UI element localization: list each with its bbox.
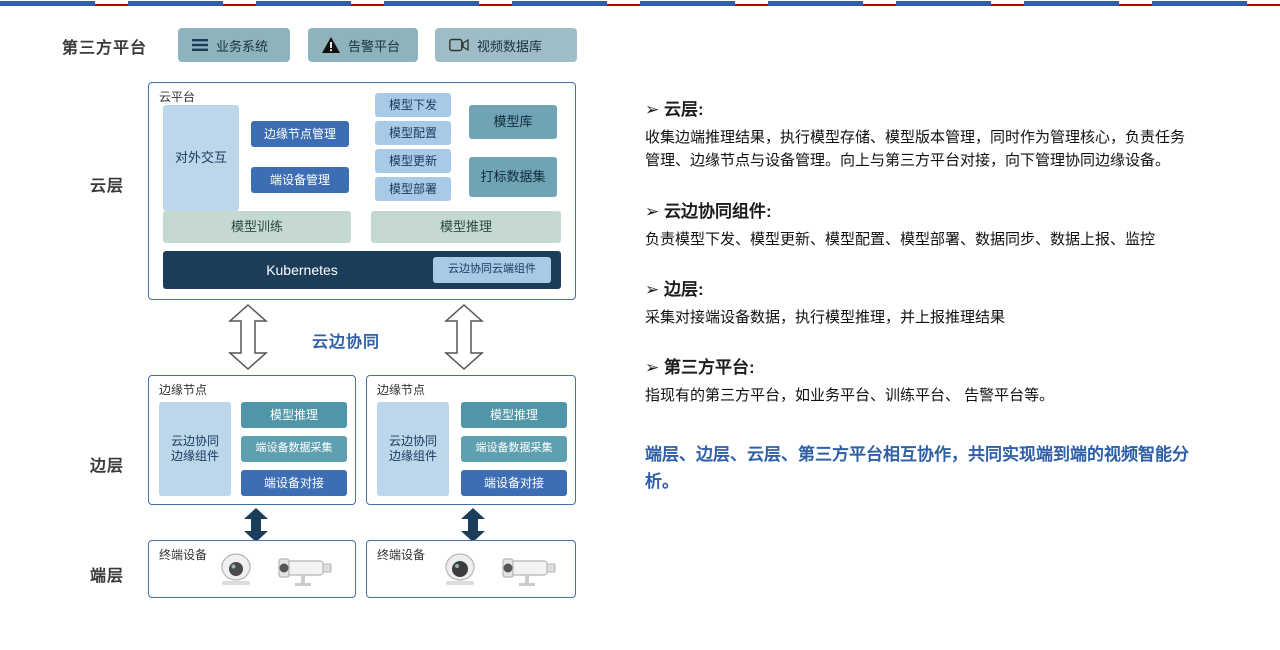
video-database-button: 视频数据库: [435, 28, 577, 62]
top-decoration: [0, 0, 1280, 8]
description-section-collab-component: ➢ 云边协同组件: 负责模型下发、模型更新、模型配置、模型部署、数据同步、数据上…: [645, 197, 1193, 251]
cloud-platform-title: 云平台: [159, 90, 196, 104]
description-section-cloud: ➢ 云层: 收集边端推理结果，执行模型存储、模型版本管理，同时作为管理核心，负责…: [645, 95, 1193, 173]
description-panel: ➢ 云层: 收集边端推理结果，执行模型存储、模型版本管理，同时作为管理核心，负责…: [645, 95, 1193, 496]
section-body: 采集对接端设备数据，执行模型推理，并上报推理结果: [645, 308, 1006, 326]
edge-node-box-2: 边缘节点 云边协同 边缘组件 模型推理 端设备数据采集 端设备对接: [366, 375, 576, 505]
end-layer-label: 端层: [90, 568, 125, 585]
device-data-collection-chip: 端设备数据采集: [461, 436, 567, 462]
edge-collab-component-chip: 云边协同 边缘组件: [159, 402, 231, 496]
video-database-label: 视频数据库: [477, 38, 543, 54]
external-interaction-chip: 对外交互: [163, 105, 239, 211]
section-heading: ➢ 边层:: [645, 279, 704, 299]
cloud-platform-box: 云平台 对外交互 边缘节点管理 端设备管理 模型下发 模型配置 模型更新 模型部…: [148, 82, 576, 300]
collab-arrow-left-icon: [228, 303, 268, 375]
business-system-label: 业务系统: [216, 38, 269, 54]
section-body: 指现有的第三方平台，如业务平台、训练平台、 告警平台等。: [645, 387, 1055, 404]
edge-node-box-1: 边缘节点 云边协同 边缘组件 模型推理 端设备数据采集 端设备对接: [148, 375, 356, 505]
model-library-chip: 模型库: [469, 105, 557, 139]
labeled-dataset-chip: 打标数据集: [469, 157, 557, 197]
camera-group: [213, 551, 335, 596]
edge-node-mgmt-chip: 边缘节点管理: [251, 121, 349, 147]
end-device-title: 终端设备: [159, 548, 208, 562]
end-device-title: 终端设备: [377, 548, 426, 562]
bullet-camera-icon: [275, 553, 335, 596]
kubernetes-bar: Kubernetes 云边协同云端组件: [163, 251, 561, 289]
device-docking-chip: 端设备对接: [461, 470, 567, 496]
decoration-blue-dashes: [0, 1, 1280, 6]
device-data-collection-chip: 端设备数据采集: [241, 436, 347, 462]
third-party-layer-label: 第三方平台: [62, 40, 148, 57]
summary-text: 端层、边层、云层、第三方平台相互协作，共同实现端到端的视频智能分析。: [645, 445, 1189, 492]
list-icon: [192, 38, 208, 52]
device-docking-chip: 端设备对接: [241, 470, 347, 496]
video-camera-icon: [449, 38, 469, 52]
alarm-platform-label: 告警平台: [348, 38, 401, 54]
kubernetes-label: Kubernetes: [266, 262, 338, 278]
model-training-chip: 模型训练: [163, 211, 351, 243]
edge-layer-label: 边层: [90, 458, 125, 475]
end-device-box-1: 终端设备: [148, 540, 356, 598]
section-body: 负责模型下发、模型更新、模型配置、模型部署、数据同步、数据上报、监控: [645, 230, 1156, 248]
collab-label: 云边协同: [312, 334, 381, 351]
camera-group: [437, 551, 559, 596]
edge-collab-component-chip: 云边协同 边缘组件: [377, 402, 449, 496]
alarm-platform-button: 告警平台: [308, 28, 418, 62]
section-body: 收集边端推理结果，执行模型存储、模型版本管理，同时作为管理核心，负责任务管理、边…: [645, 129, 1186, 170]
edge-node-title: 边缘节点: [377, 383, 426, 397]
end-device-box-2: 终端设备: [366, 540, 576, 598]
dome-camera-icon: [437, 551, 483, 596]
edge-to-end-arrow-right-icon: [460, 508, 486, 547]
section-heading: ➢ 第三方平台:: [645, 358, 755, 377]
model-dispatch-chip: 模型下发: [375, 93, 451, 117]
edge-model-inference-chip: 模型推理: [461, 402, 567, 428]
description-section-edge: ➢ 边层: 采集对接端设备数据，执行模型推理，并上报推理结果: [645, 275, 1193, 329]
edge-model-inference-chip: 模型推理: [241, 402, 347, 428]
edge-node-title: 边缘节点: [159, 383, 208, 397]
model-deploy-chip: 模型部署: [375, 177, 451, 201]
device-mgmt-chip: 端设备管理: [251, 167, 349, 193]
model-inference-chip: 模型推理: [371, 211, 561, 243]
bullet-camera-icon: [499, 553, 559, 596]
business-system-button: 业务系统: [178, 28, 290, 62]
warning-icon: [322, 37, 340, 53]
model-update-chip: 模型更新: [375, 149, 451, 173]
edge-to-end-arrow-left-icon: [243, 508, 269, 547]
description-section-third-party: ➢ 第三方平台: 指现有的第三方平台，如业务平台、训练平台、 告警平台等。: [645, 353, 1193, 407]
section-heading: ➢ 云层:: [645, 100, 704, 119]
collab-arrow-right-icon: [444, 303, 484, 375]
cloud-layer-label: 云层: [90, 178, 125, 195]
dome-camera-icon: [213, 551, 259, 596]
model-config-chip: 模型配置: [375, 121, 451, 145]
section-heading: ➢ 云边协同组件:: [645, 201, 772, 221]
cloud-collab-component-chip: 云边协同云端组件: [433, 257, 551, 283]
